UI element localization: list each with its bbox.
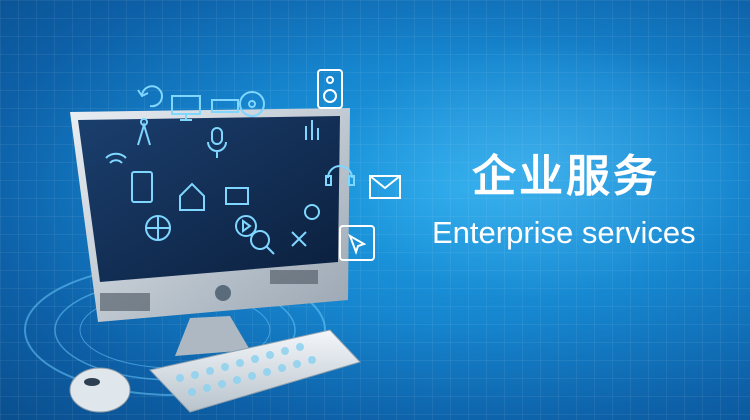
cursor-window-icon (339, 225, 375, 261)
antenna-icon (137, 118, 151, 146)
monitor-icon (171, 95, 201, 121)
speaker-icon (317, 69, 343, 109)
headphones-icon (325, 165, 355, 186)
microphone-icon (207, 127, 227, 158)
keyboard (149, 329, 361, 413)
phone-icon (131, 171, 153, 203)
keyboard-icon (211, 99, 239, 113)
music-disc-icon (239, 91, 265, 117)
monitor (70, 108, 350, 356)
play-icon (235, 215, 257, 237)
envelope-icon (369, 175, 401, 199)
title-english: Enterprise services (432, 215, 696, 250)
wifi-icon (105, 152, 127, 164)
refresh-icon (137, 85, 163, 108)
tools-icon (291, 231, 307, 247)
magnifier-icon (250, 230, 275, 255)
mouse (69, 367, 131, 413)
title-chinese: 企业服务 (472, 151, 660, 202)
house-icon (179, 182, 205, 211)
equalizer-icon (305, 120, 319, 140)
settings-icon (304, 204, 320, 220)
clapperboard-icon (225, 187, 249, 205)
background-glow (330, 40, 750, 300)
globe-icon (145, 215, 171, 241)
